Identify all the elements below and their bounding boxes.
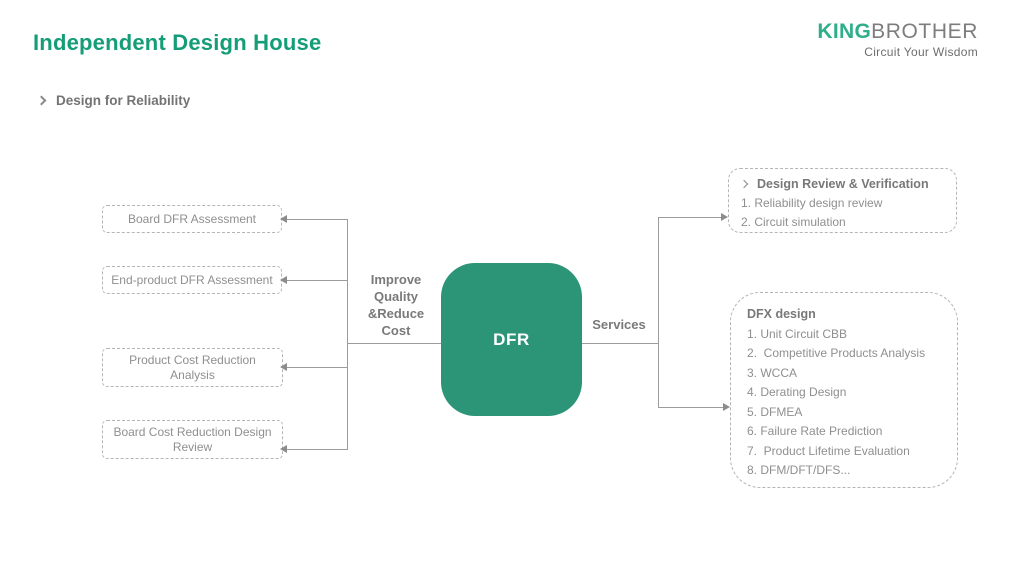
box-design-review-verification: Design Review & Verification 1. Reliabil… <box>728 168 957 233</box>
arrowhead-icon <box>721 213 728 221</box>
list-item: 2. Circuit simulation <box>741 215 846 229</box>
connector-line <box>658 217 721 218</box>
label-line: Quality <box>373 289 419 304</box>
connector-line <box>286 219 348 220</box>
logo-brother: BROTHER <box>871 20 978 43</box>
box-label: Board DFR Assessment <box>127 211 257 226</box>
box-end-product-dfr-assessment: End-product DFR Assessment <box>102 266 282 294</box>
subtitle-label: Design for Reliability <box>56 93 191 108</box>
list-item: 5. DFMEA <box>747 404 803 419</box>
connector-line <box>286 280 348 281</box>
dfr-label: DFR <box>493 329 530 349</box>
box-label: End-product DFR Assessment <box>111 272 273 287</box>
list-item: 4. Derating Design <box>747 385 847 399</box>
page-title: Independent Design House <box>33 30 322 55</box>
subtitle: Design for Reliability <box>36 93 191 108</box>
list-item: 6. Failure Rate Prediction <box>747 424 883 438</box>
logo-tagline: Circuit Your Wisdom <box>864 45 978 59</box>
connector-line <box>658 217 659 407</box>
dfr-center-box: DFR <box>441 263 582 416</box>
box-label: Board Cost Reduction Design Review <box>113 424 272 454</box>
box-dfx-design: DFX design 1. Unit Circuit CBB 2. Compet… <box>730 292 958 488</box>
label-line: Cost <box>381 323 411 338</box>
services-label: Services <box>592 317 646 332</box>
arrowhead-icon <box>723 403 730 411</box>
arrowhead-icon <box>280 363 287 371</box>
list-item: 1. Reliability design review <box>741 196 883 210</box>
list-item: 8. DFM/DFT/DFS... <box>747 463 851 477</box>
list-item: 2. Competitive Products Analysis <box>747 346 926 360</box>
arrow-bullet-icon <box>739 179 749 189</box>
box-board-cost-reduction-design-review: Board Cost Reduction Design Review <box>102 420 283 459</box>
arrow-bullet-icon <box>36 95 47 106</box>
arrowhead-icon <box>280 445 287 453</box>
box-title: Design Review & Verification <box>757 177 929 191</box>
connector-line <box>347 219 348 450</box>
list-item: 3. WCCA <box>747 365 798 380</box>
connector-line <box>286 367 348 368</box>
arrowhead-icon <box>280 215 287 223</box>
label-line: Improve <box>370 272 422 287</box>
connector-line <box>286 449 348 450</box>
connector-line <box>347 343 441 344</box>
box-title: DFX design <box>747 307 816 321</box>
connector-line <box>582 343 658 344</box>
logo-king: KING <box>817 20 872 43</box>
logo-wordmark: KINGBROTHER <box>817 20 978 44</box>
list-item: 1. Unit Circuit CBB <box>747 326 848 341</box>
improve-quality-label: Improve Quality &Reduce Cost <box>352 271 440 339</box>
arrowhead-icon <box>280 276 287 284</box>
box-board-dfr-assessment: Board DFR Assessment <box>102 205 282 233</box>
box-label: Product Cost Reduction Analysis <box>129 352 256 382</box>
connector-line <box>658 407 723 408</box>
logo: KINGBROTHER Circuit Your Wisdom <box>817 20 978 59</box>
label-line: &Reduce <box>367 306 425 321</box>
box-title-row: Design Review & Verification <box>739 177 944 191</box>
box-product-cost-reduction-analysis: Product Cost Reduction Analysis <box>102 348 283 387</box>
list-item: 7. Product Lifetime Evaluation <box>747 443 910 458</box>
